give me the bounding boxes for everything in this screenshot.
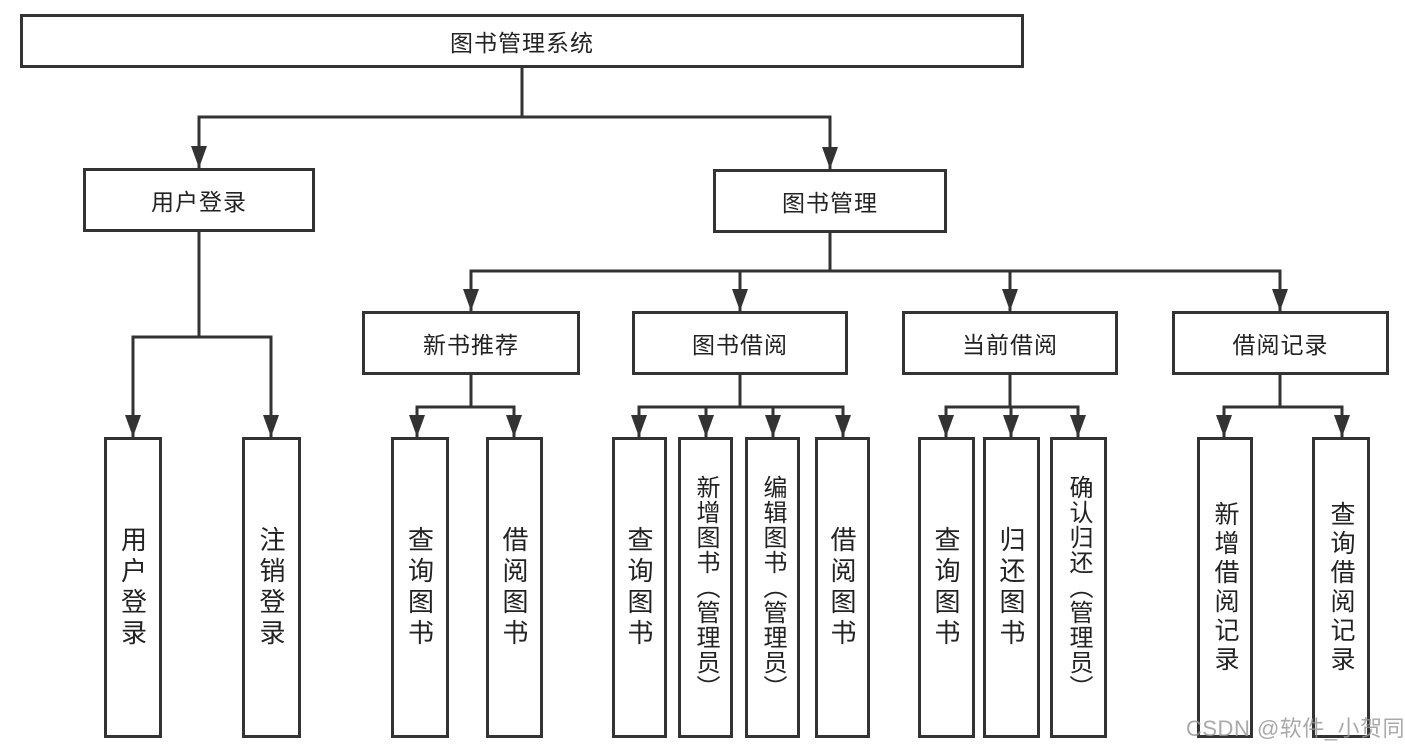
node-label: 确认归还（管理员） [1065,475,1092,700]
leaf-borrow-books-borrowing: 借阅图书 [815,437,870,738]
leaf-return-books: 归还图书 [983,437,1040,738]
leaf-add-borrow-record: 新增借阅记录 [1197,437,1253,738]
node-label: 查询图书 [404,525,435,650]
node-label: 借阅图书 [827,525,857,650]
leaf-confirm-return-admin: 确认归还（管理员） [1050,437,1107,738]
leaf-query-books-borrowing: 查询图书 [612,437,667,738]
node-label: 借阅记录 [1232,332,1329,358]
node-borrow-records: 借阅记录 [1172,311,1389,375]
leaf-query-borrow-record: 查询借阅记录 [1312,437,1370,738]
leaf-user-login: 用户登录 [104,437,162,738]
node-label: 查询图书 [624,525,654,650]
node-library-management-system: 图书管理系统 [20,14,1024,68]
node-label: 借阅图书 [499,525,529,650]
leaf-edit-book-admin: 编辑图书（管理员） [745,437,800,738]
node-label: 查询图书 [931,525,961,650]
node-user-login: 用户登录 [83,168,315,232]
node-label: 查询借阅记录 [1327,500,1355,675]
node-label: 图书管理系统 [450,30,594,56]
node-label: 当前借阅 [962,332,1058,358]
node-current-borrowing: 当前借阅 [902,311,1118,375]
leaf-query-books-current: 查询图书 [918,437,975,738]
node-label: 编辑图书（管理员） [759,475,786,700]
node-book-borrowing: 图书借阅 [632,311,848,375]
node-new-book-recommend: 新书推荐 [362,311,580,375]
node-label: 新增借阅记录 [1211,500,1239,675]
leaf-borrow-books-recommend: 借阅图书 [486,437,543,738]
node-label: 用户登录 [117,525,148,650]
leaf-add-book-admin: 新增图书（管理员） [678,437,733,738]
node-label: 归还图书 [996,525,1026,650]
node-label: 新增图书（管理员） [692,475,719,700]
leaf-query-books-recommend: 查询图书 [391,437,449,738]
node-label: 图书管理 [782,190,878,216]
node-label: 用户登录 [151,189,247,215]
node-label: 图书借阅 [692,332,788,358]
node-book-management: 图书管理 [713,169,947,233]
node-label: 新书推荐 [423,332,519,358]
leaf-logout-login: 注销登录 [242,437,301,738]
csdn-watermark: CSDN @软件_小贺同学 [1186,716,1405,741]
node-label: 注销登录 [256,525,286,650]
